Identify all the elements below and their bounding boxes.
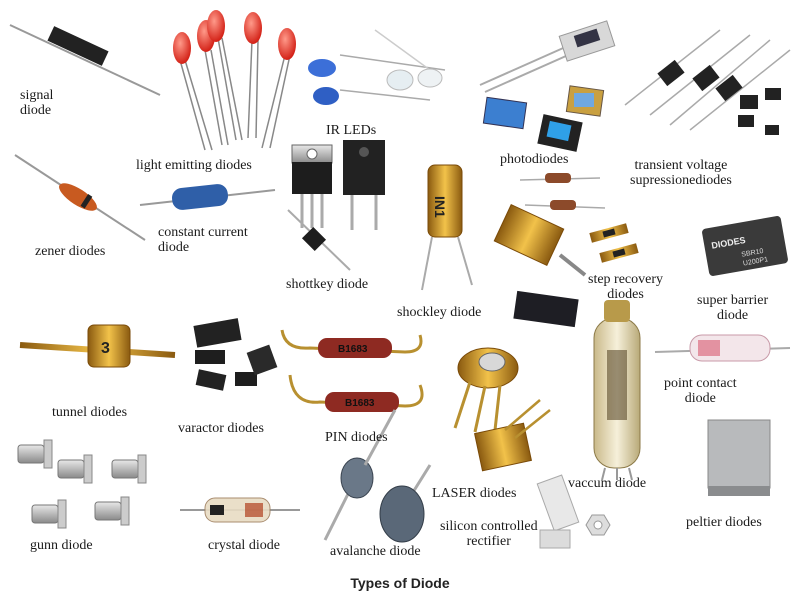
svg-text:B1683: B1683 bbox=[345, 398, 375, 409]
label-varactor-diodes: varactor diodes bbox=[178, 421, 264, 436]
constant-current-diode-icon bbox=[139, 184, 276, 210]
varactor-diodes-icon bbox=[193, 318, 278, 391]
label-constant-current-diode: constant current diode bbox=[158, 225, 248, 255]
zener-diode-icon bbox=[14, 154, 146, 241]
signal-diode-icon bbox=[9, 24, 161, 96]
svg-text:3: 3 bbox=[101, 340, 110, 357]
figure-caption: Types of Diode bbox=[350, 575, 450, 591]
label-signal-diode: signal diode bbox=[20, 88, 54, 118]
point-contact-diode-icon bbox=[654, 334, 791, 362]
label-photodiodes: photodiodes bbox=[500, 152, 569, 167]
label-shockley-diode: shockley diode bbox=[397, 305, 482, 320]
label-super-barrier-diode: super barrier diode bbox=[697, 293, 769, 323]
gunn-diode-icon bbox=[17, 439, 147, 529]
label-ir-leds: IR LEDs bbox=[326, 123, 377, 138]
tunnel-diode-icon: 3 bbox=[19, 324, 176, 368]
avalanche-diode-icon bbox=[323, 409, 432, 543]
laser-diodes-icon bbox=[453, 347, 551, 472]
step-recovery-diodes-icon bbox=[493, 173, 639, 328]
pin-diodes-icon: B1683 B1683 bbox=[280, 329, 424, 412]
label-avalanche-diode: avalanche diode bbox=[330, 544, 421, 559]
photodiodes-icon bbox=[479, 20, 616, 152]
label-crystal-diode: crystal diode bbox=[208, 538, 280, 553]
label-gunn-diode: gunn diode bbox=[30, 538, 93, 553]
label-silicon-controlled-rectifier: silicon controlled rectifier bbox=[440, 519, 538, 549]
super-barrier-diode-icon: DIODES SBR10 U200P1 bbox=[702, 216, 788, 276]
silicon-controlled-rectifier-icon bbox=[536, 474, 611, 549]
transient-voltage-suppression-diodes-icon bbox=[624, 29, 791, 135]
label-point-contact-diode: point contact diode bbox=[664, 376, 737, 406]
label-light-emitting-diodes: light emitting diodes bbox=[136, 158, 252, 173]
label-peltier-diodes: peltier diodes bbox=[686, 515, 762, 530]
svg-text:U200P1: U200P1 bbox=[743, 256, 769, 267]
label-transient-voltage-suppression-diodes: transient voltage supressionediodes bbox=[630, 158, 732, 188]
label-shottkey-diode: shottkey diode bbox=[286, 277, 369, 292]
light-emitting-diodes-icon bbox=[173, 10, 296, 151]
label-zener-diodes: zener diodes bbox=[35, 244, 106, 259]
peltier-diodes-icon bbox=[707, 419, 771, 496]
pin-diode-code-marking: B1683 bbox=[338, 344, 368, 355]
crystal-diode-icon bbox=[180, 497, 300, 523]
label-pin-diodes: PIN diodes bbox=[325, 430, 388, 445]
shottkey-diode-icon bbox=[287, 140, 385, 271]
ir-leds-icon bbox=[308, 29, 446, 105]
svg-text:SBR10: SBR10 bbox=[741, 248, 764, 259]
label-step-recovery-diodes: step recovery diodes bbox=[588, 272, 664, 302]
label-tunnel-diodes: tunnel diodes bbox=[52, 405, 128, 420]
shockley-diode-icon: IN1 bbox=[421, 164, 473, 291]
label-laser-diodes: LASER diodes bbox=[432, 486, 517, 501]
svg-text:IN1: IN1 bbox=[432, 196, 448, 218]
label-vaccum-diode: vaccum diode bbox=[568, 476, 647, 491]
vaccum-diode-icon bbox=[593, 300, 641, 481]
